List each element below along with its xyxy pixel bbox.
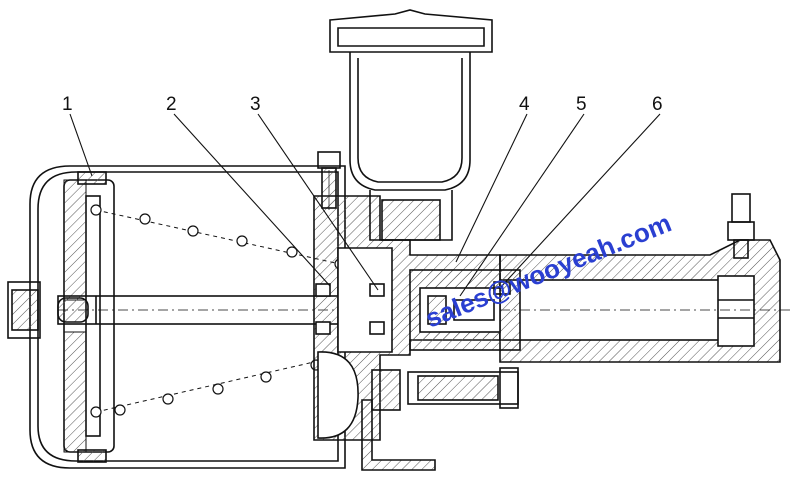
center-body [313,195,501,441]
inner-piston [409,269,521,351]
callout-4: 4 [519,94,530,115]
spring-coils [95,209,341,413]
callout-3: 3 [250,94,261,115]
callout-leaders [69,113,661,297]
callout-2: 2 [166,94,177,115]
reservoir [329,9,493,241]
left-boss [7,281,41,339]
callout-6: 6 [652,94,663,115]
mounting-bracket [361,367,519,471]
bolt-top [317,151,341,210]
left-cylinder [29,165,346,469]
right-cylinder [499,239,790,363]
bleed-screw [727,193,755,259]
callout-labels: 1 2 3 4 5 6 [62,94,663,115]
callout-5: 5 [576,94,587,115]
spring-wire-sections [90,204,346,418]
callout-1: 1 [62,94,73,115]
